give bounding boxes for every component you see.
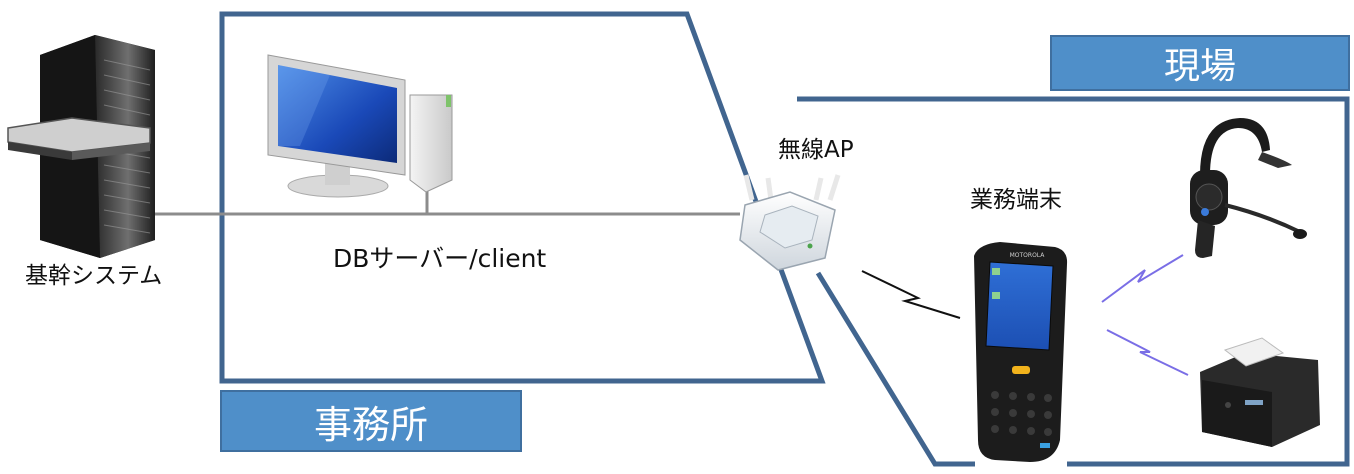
core-system-label: 基幹システム: [25, 263, 163, 289]
wireless-access-point-icon: [739, 174, 841, 271]
field-zone-border: [797, 96, 1350, 467]
office-zone-badge: 事務所: [220, 390, 522, 452]
wireless-ap-label: 無線AP: [778, 137, 854, 163]
wireless-signals: [861, 254, 1189, 376]
headset-icon: [1190, 118, 1307, 258]
handheld-terminal-icon: MOTOROLA: [974, 242, 1068, 462]
field-zone-badge: 現場: [1050, 35, 1350, 91]
office-zone-border: [219, 11, 826, 384]
db-server-label: DBサーバー/client: [333, 244, 547, 273]
business-terminal-label: 業務端末: [970, 187, 1062, 213]
desktop-pc-icon: [267, 54, 453, 198]
mobile-printer-icon: [1200, 337, 1320, 447]
server-rack-icon: [7, 35, 155, 258]
terminal-brand-label: MOTOROLA: [1010, 252, 1046, 259]
